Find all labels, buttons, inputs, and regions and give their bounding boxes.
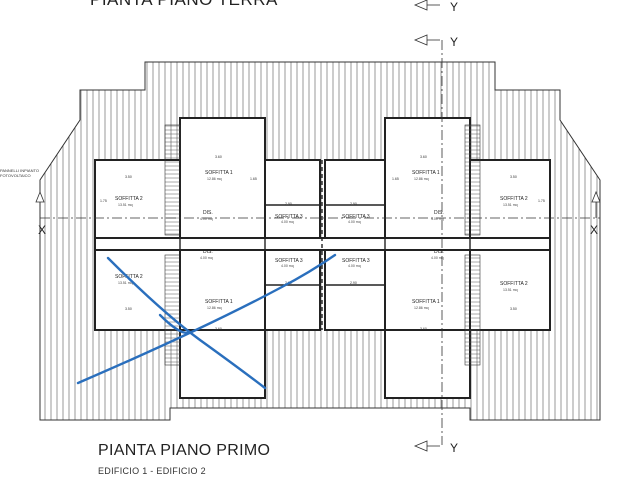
- section-line-x: [35, 190, 601, 219]
- room-label-dis-lower-right: DIS.: [434, 249, 444, 255]
- dimension-3-60-upper-right: 3.60: [420, 155, 427, 159]
- dimension-3-50-upper-right: 3.50: [510, 175, 517, 179]
- room-label-dis-lower-left: DIS.: [203, 249, 213, 255]
- room-label-soffitta-2-lower-right: SOFFITTA 2: [500, 281, 528, 287]
- plan-title: PIANTA PIANO PRIMO: [98, 442, 271, 459]
- section-label-y-bottom: Y: [450, 441, 458, 455]
- plan-subtitle: EDIFICIO 1 - EDIFICIO 2: [98, 466, 206, 476]
- room-label-soffitta-3-upper-left: SOFFITTA 3: [275, 214, 303, 220]
- room-label-soffitta-3-upper-right: SOFFITTA 3: [342, 214, 370, 220]
- building-walls: [94, 117, 551, 399]
- room-label-soffitta-3-lower-right: SOFFITTA 3: [342, 258, 370, 264]
- room-area-soffitta-2-lower-left: 13.51 mq: [118, 281, 133, 285]
- dimension-3-60-lower-left: 3.60: [215, 327, 222, 331]
- dimension-3-50-upper-left: 3.50: [125, 175, 132, 179]
- dimension-3-50-lower-right: 3.50: [510, 307, 517, 311]
- room-label-soffitta-1-lower-left: SOFFITTA 1: [205, 299, 233, 305]
- dimension-1-75-right: 1.75: [538, 199, 545, 203]
- dimension-labels: 3.60 3.60 3.60 3.60 3.50 3.50 3.50 3.50 …: [100, 155, 545, 331]
- dimension-1-65-left: 1.65: [250, 177, 257, 181]
- room-area-dis-upper-left: 4.00 mq: [200, 217, 213, 221]
- section-label-x-right: X: [590, 223, 598, 237]
- section-label-y-top2: Y: [450, 35, 458, 49]
- top-title: PIANTA PIANO TERRA: [90, 0, 278, 10]
- room-label-soffitta-3-lower-left: SOFFITTA 3: [275, 258, 303, 264]
- stairs: [164, 124, 481, 366]
- interior-partitions: [179, 160, 471, 330]
- dimension-2-90-lower-right: 2.90: [350, 281, 357, 285]
- room-label-soffitta-2-upper-left: SOFFITTA 2: [115, 196, 143, 202]
- room-area-soffitta-3-lower-right: 4.00 mq: [348, 264, 361, 268]
- room-label-dis-upper-right: DIS.: [434, 210, 444, 216]
- room-area-soffitta-1-upper-right: 12.86 mq: [414, 177, 429, 181]
- room-area-soffitta-1-lower-right: 12.86 mq: [414, 306, 429, 310]
- room-area-soffitta-1-upper-left: 12.86 mq: [207, 177, 222, 181]
- dimension-3-60-upper-left: 3.60: [215, 155, 222, 159]
- room-label-soffitta-1-upper-left: SOFFITTA 1: [205, 170, 233, 176]
- section-label-x-left: X: [38, 223, 46, 237]
- photovoltaic-note: PANNELLI INPIANTO FOTOVOLTAICO: [0, 168, 39, 178]
- room-label-dis-upper-left: DIS.: [203, 210, 213, 216]
- section-label-y-top1: Y: [450, 0, 458, 14]
- room-area-soffitta-3-lower-left: 4.00 mq: [281, 264, 294, 268]
- room-area-soffitta-2-upper-left: 13.51 mq: [118, 203, 133, 207]
- room-area-soffitta-2-lower-right: 13.51 mq: [503, 288, 518, 292]
- section-line-y: [413, 0, 443, 452]
- room-area-soffitta-2-upper-right: 13.51 mq: [503, 203, 518, 207]
- dimension-3-50-lower-left: 3.50: [125, 307, 132, 311]
- room-area-dis-lower-left: 4.00 mq: [200, 256, 213, 260]
- dimension-1-65-right: 1.65: [392, 177, 399, 181]
- room-area-dis-lower-right: 4.00 mq: [431, 256, 444, 260]
- room-label-soffitta-2-upper-right: SOFFITTA 2: [500, 196, 528, 202]
- dimension-2-90-upper-left: 2.90: [285, 202, 292, 206]
- room-area-dis-upper-right: 4.00 mq: [431, 217, 444, 221]
- room-label-soffitta-1-upper-right: SOFFITTA 1: [412, 170, 440, 176]
- dimension-1-75-left: 1.75: [100, 199, 107, 203]
- room-area-soffitta-1-lower-left: 12.86 mq: [207, 306, 222, 310]
- dimension-2-90-upper-right: 2.90: [350, 202, 357, 206]
- blue-markup-strokes: [76, 253, 337, 390]
- room-label-soffitta-1-lower-right: SOFFITTA 1: [412, 299, 440, 305]
- room-area-soffitta-3-upper-left: 4.00 mq: [281, 220, 294, 224]
- room-area-soffitta-3-upper-right: 4.00 mq: [348, 220, 361, 224]
- dimension-3-60-lower-right: 3.60: [420, 327, 427, 331]
